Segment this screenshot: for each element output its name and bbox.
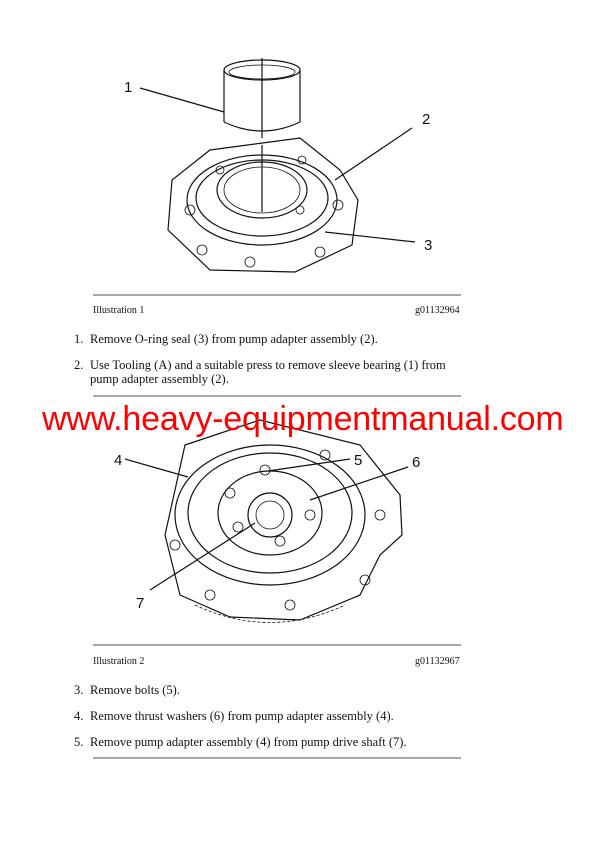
step-text: Remove O-ring seal (3) from pump adapter… <box>90 332 378 346</box>
illustration-2-code: g01132967 <box>415 656 460 667</box>
step-text: Remove pump adapter assembly (4) from pu… <box>90 735 407 749</box>
illustration-1-caption: Illustration 1 <box>93 305 145 316</box>
step-number: 4. <box>74 709 84 723</box>
step-1: 1. Remove O-ring seal (3) from pump adap… <box>74 332 474 346</box>
step-2: 2. Use Tooling (A) and a suitable press … <box>74 358 474 386</box>
callout-6: 6 <box>412 454 420 471</box>
illustration-1-code: g01132964 <box>415 305 460 316</box>
step-number: 3. <box>74 683 84 697</box>
step-5: 5. Remove pump adapter assembly (4) from… <box>74 735 474 749</box>
divider <box>93 644 461 646</box>
callout-3: 3 <box>424 237 432 254</box>
callout-2: 2 <box>422 111 430 128</box>
callout-4: 4 <box>114 452 122 469</box>
step-3: 3. Remove bolts (5). <box>74 683 474 697</box>
divider <box>93 395 461 397</box>
step-text: Remove thrust washers (6) from pump adap… <box>90 709 394 723</box>
step-number: 2. <box>74 358 84 372</box>
illustration-2-drawing: 4 5 6 7 <box>114 419 420 623</box>
watermark-link[interactable]: www.heavy-equipmentmanual.com <box>42 400 564 438</box>
illustration-2-caption: Illustration 2 <box>93 656 145 667</box>
callout-7: 7 <box>136 595 144 612</box>
illustration-1-drawing: 1 2 3 <box>124 58 432 273</box>
step-4: 4. Remove thrust washers (6) from pump a… <box>74 709 474 723</box>
callout-5: 5 <box>354 452 362 469</box>
callout-1: 1 <box>124 79 132 96</box>
step-text: Use Tooling (A) and a suitable press to … <box>90 358 446 386</box>
step-text: Remove bolts (5). <box>90 683 180 697</box>
step-number: 1. <box>74 332 84 346</box>
step-number: 5. <box>74 735 84 749</box>
divider <box>93 757 461 759</box>
divider <box>93 294 461 296</box>
